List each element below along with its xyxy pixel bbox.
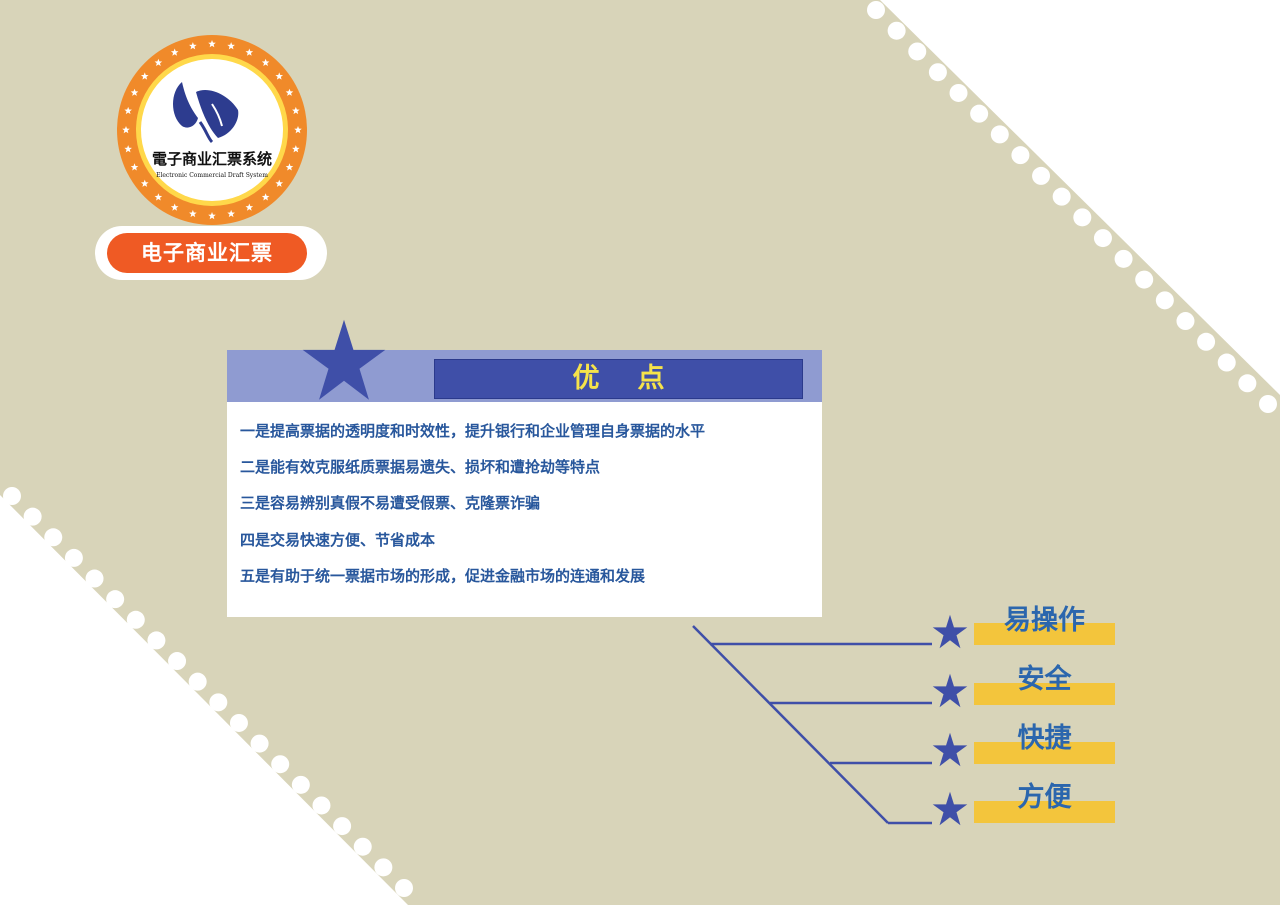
perforation-dot: [353, 837, 372, 856]
perforation-dot: [1217, 353, 1236, 372]
perforation-dot: [85, 569, 104, 588]
perforation-dot: [1238, 374, 1257, 393]
seal-star-icon: [130, 163, 139, 171]
perforation-dot: [250, 734, 269, 753]
perforation-dot: [990, 125, 1009, 144]
feature-convenient: 方便: [1017, 782, 1072, 813]
seal-star-icon: [285, 88, 294, 96]
seal-star-icon: [140, 179, 149, 187]
perforation-dot: [1259, 395, 1277, 413]
seal-star-icon: [227, 209, 235, 218]
perforation-dot: [1176, 312, 1195, 331]
star-icon: [932, 732, 968, 767]
seal-star-icon: [208, 40, 216, 48]
feature-highlight-bar: [974, 801, 1115, 823]
feature-secure: 安全: [1017, 664, 1072, 695]
seal-star-icon: [227, 42, 235, 50]
seal-star-icon: [154, 58, 163, 66]
perforation-dot: [168, 652, 187, 671]
seal-star-icon: [140, 72, 149, 80]
seal-star-icon: [189, 209, 197, 218]
seal-star-icon: [130, 88, 139, 96]
logo-seal: 電子商业汇票系统 Electronic Commercial Draft Sys…: [117, 35, 307, 225]
logo-label: 电子商业汇票: [107, 233, 307, 273]
perforation-dot: [1197, 332, 1216, 351]
star-icon: [932, 673, 968, 708]
perforation-dot: [1093, 229, 1112, 248]
feature-highlight-bar: [974, 623, 1115, 645]
seal-star-icon: [124, 106, 132, 115]
perforation-dot: [106, 590, 125, 609]
seal-star-icon: [154, 193, 163, 201]
seal-star-icon: [245, 203, 254, 211]
perforation-dot: [1011, 146, 1030, 165]
seal-star-icon: [275, 179, 284, 187]
seal-star-icon: [170, 203, 179, 211]
perforation-dot: [1032, 166, 1051, 185]
perforation-dot: [949, 83, 968, 102]
perforation-dot: [1155, 291, 1174, 310]
seal-star-icon: [285, 163, 294, 171]
perforation-dot: [291, 775, 310, 794]
perforation-dot: [147, 631, 166, 650]
advantage-item: 二是能有效克服纸质票据易遗失、损坏和遭抢劫等特点: [240, 458, 601, 476]
advantage-item: 三是容易辨别真假不易遭受假票、克隆票诈骗: [240, 494, 541, 512]
perforation-dot: [209, 693, 228, 712]
perforation-dot: [395, 879, 413, 897]
perforation-dot: [887, 21, 906, 40]
perforation-dot: [188, 672, 207, 691]
perforation-dot: [23, 507, 42, 526]
perforation-dot: [908, 42, 927, 61]
logo-seal-subtitle: Electronic Commercial Draft System: [156, 172, 268, 179]
perforation-dot: [3, 487, 21, 505]
perforation-dot: [44, 528, 63, 547]
seal-star-icon: [261, 58, 270, 66]
feature-fast: 快捷: [1017, 723, 1072, 754]
perforation-dot: [374, 858, 393, 877]
advantage-item: 五是有助于统一票据市场的形成，促进金融市场的连通和发展: [240, 567, 646, 585]
perforation-dot: [333, 817, 352, 836]
perforation-dot: [312, 796, 331, 815]
seal-star-icon: [189, 42, 197, 50]
perforation-dot: [126, 610, 145, 629]
perforation-dot: [1052, 187, 1071, 206]
butterfly-logo-icon: [173, 82, 239, 144]
perforation-dot: [1073, 208, 1092, 227]
perforation-dot: [970, 104, 989, 123]
feature-highlight-bar: [974, 683, 1115, 705]
seal-star-icon: [261, 193, 270, 201]
seal-star-icon: [292, 106, 300, 115]
logo-label-pill: 电子商业汇票: [95, 226, 327, 280]
perforation-dot: [867, 1, 885, 19]
star-icon: [932, 614, 968, 649]
seal-star-icon: [170, 48, 179, 56]
feature-highlight-bar: [974, 742, 1115, 764]
advantages-list: 一是提高票据的透明度和时效性，提升银行和企业管理自身票据的水平 二是能有效克服纸…: [227, 402, 822, 617]
star-icon: [932, 791, 968, 826]
seal-star-icon: [292, 145, 300, 153]
perforation-dot: [1135, 270, 1154, 289]
seal-star-icon: [208, 212, 216, 220]
perforation-dot: [1114, 249, 1133, 268]
perforation-dot: [928, 63, 947, 82]
seal-star-icon: [294, 126, 302, 134]
perforation-dot: [64, 548, 83, 567]
feature-easy-to-operate: 易操作: [1004, 605, 1085, 636]
advantage-item: 一是提高票据的透明度和时效性，提升银行和企业管理自身票据的水平: [240, 422, 706, 440]
seal-star-icon: [122, 126, 130, 134]
logo-seal-text: 電子商业汇票系统: [152, 150, 272, 168]
perforation-dot: [229, 713, 248, 732]
seal-star-icon: [245, 48, 254, 56]
advantages-title: 优点: [434, 359, 803, 399]
seal-star-icon: [124, 145, 132, 153]
perforation-dot: [271, 755, 290, 774]
advantage-item: 四是交易快速方便、节省成本: [240, 531, 436, 549]
seal-star-icon: [275, 72, 284, 80]
star-icon: [302, 319, 386, 400]
